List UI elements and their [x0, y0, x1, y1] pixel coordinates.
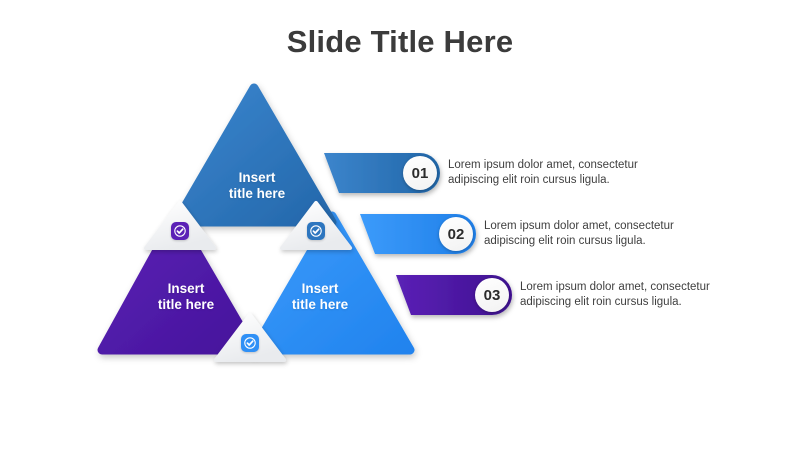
- triangle-bottom-left-label: Insert title here: [131, 281, 241, 313]
- banner-row-03[interactable]: 03 Lorem ipsum dolor amet, consectetur a…: [388, 273, 788, 317]
- banner-number-01: 01: [403, 156, 437, 190]
- check-circle-icon[interactable]: [241, 334, 259, 352]
- triangle-top-label: Insert title here: [202, 170, 312, 202]
- banner-text-01: Lorem ipsum dolor amet, consectetur adip…: [448, 158, 698, 188]
- banner-row-01[interactable]: 01 Lorem ipsum dolor amet, consectetur a…: [316, 151, 716, 195]
- triangle-bottom-right-label-line2: title here: [291, 297, 349, 312]
- triangle-bottom-right-label: Insert title here: [265, 281, 375, 313]
- check-circle-icon[interactable]: [307, 222, 325, 240]
- triangle-bottom-left-label-line1: Insert: [167, 281, 205, 296]
- page-title: Slide Title Here: [286, 24, 514, 59]
- triangle-top-label-line1: Insert: [238, 170, 276, 185]
- check-glyph: [244, 337, 256, 349]
- banner-row-02[interactable]: 02 Lorem ipsum dolor amet, consectetur a…: [352, 212, 752, 256]
- banner-text-02-line2: adipiscing elit roin cursus ligula.: [484, 235, 646, 247]
- banner-text-03: Lorem ipsum dolor amet, consectetur adip…: [520, 280, 770, 310]
- banner-number-02: 02: [439, 217, 473, 251]
- banner-text-03-line2: adipiscing elit roin cursus ligula.: [520, 296, 682, 308]
- triangle-top-label-line2: title here: [228, 186, 286, 201]
- banner-text-01-line2: adipiscing elit roin cursus ligula.: [448, 174, 610, 186]
- triangle-bottom-right-label-line1: Insert: [301, 281, 339, 296]
- triangle-diagram: Insert title here Insert title here Inse…: [97, 82, 415, 362]
- check-glyph: [174, 225, 186, 237]
- triangle-bottom-left[interactable]: [97, 211, 259, 355]
- banner-text-03-line1: Lorem ipsum dolor amet, consectetur: [520, 281, 710, 293]
- check-glyph: [310, 225, 322, 237]
- check-circle-icon[interactable]: [171, 222, 189, 240]
- triangle-bottom-left-label-line2: title here: [157, 297, 215, 312]
- banner-text-02-line1: Lorem ipsum dolor amet, consectetur: [484, 220, 674, 232]
- triangle-bottom-right[interactable]: [249, 211, 415, 355]
- banner-text-01-line1: Lorem ipsum dolor amet, consectetur: [448, 159, 638, 171]
- banner-number-03: 03: [475, 278, 509, 312]
- banner-text-02: Lorem ipsum dolor amet, consectetur adip…: [484, 219, 734, 249]
- triangle-top[interactable]: [171, 83, 337, 227]
